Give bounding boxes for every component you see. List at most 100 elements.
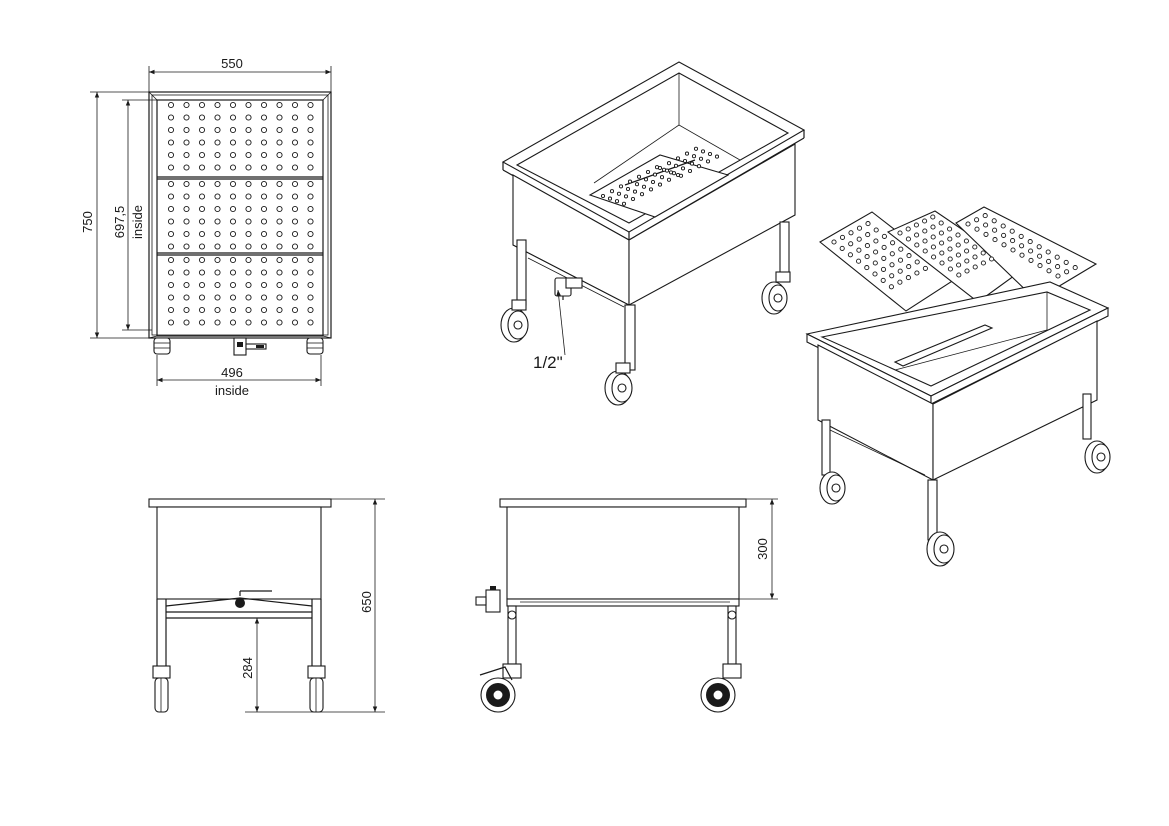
perforation-hole	[627, 179, 633, 184]
perforation-hole	[167, 126, 175, 134]
perforation-hole	[1064, 269, 1070, 275]
perforation-hole	[167, 193, 175, 200]
perforation-hole	[939, 250, 945, 256]
perforation-hole	[214, 269, 221, 276]
perforation-hole	[609, 189, 615, 194]
perforation-hole	[198, 243, 206, 250]
perforation-hole	[650, 179, 656, 185]
perforation-hole	[865, 221, 871, 227]
perforation-hole	[922, 218, 928, 224]
perforation-hole	[664, 168, 670, 173]
perforation-hole	[276, 101, 283, 109]
perforation-hole	[307, 319, 314, 326]
perforation-hole	[839, 234, 846, 240]
perforation-hole	[198, 218, 206, 225]
perforation-hole	[183, 218, 190, 225]
perforation-hole	[1055, 264, 1061, 270]
perforation-hole	[198, 151, 206, 159]
perforation-hole	[992, 227, 998, 233]
perforation-hole	[276, 294, 283, 301]
perforation-hole	[214, 114, 221, 121]
perforation-hole	[906, 253, 912, 259]
perforation-hole	[964, 258, 970, 264]
perforation-hole	[1045, 249, 1051, 255]
perforation-hole	[1019, 252, 1025, 258]
perforation-hole	[291, 193, 299, 200]
perforation-hole	[645, 169, 651, 175]
dim-inside-length-label: inside	[130, 205, 145, 239]
perforation-hole	[183, 230, 190, 238]
perforation-hole	[922, 228, 928, 234]
perforation-hole	[214, 319, 221, 326]
perforation-hole	[693, 146, 699, 151]
perforation-hole	[214, 101, 221, 109]
perforation-hole	[881, 233, 887, 239]
perforation-hole	[931, 254, 937, 260]
dim-tank-depth: 300	[755, 538, 770, 560]
perforation-hole	[229, 114, 237, 121]
perforation-hole	[856, 225, 863, 231]
perforation-hole	[214, 294, 221, 301]
perforation-hole	[260, 126, 268, 134]
perforation-hole	[974, 226, 980, 232]
perforation-hole	[245, 269, 252, 276]
perforation-hole	[245, 256, 252, 264]
perforation-hole	[291, 151, 299, 159]
perforation-hole	[276, 306, 283, 314]
perforation-hole	[955, 232, 961, 238]
perforation-hole	[214, 230, 221, 238]
perforation-hole	[307, 269, 314, 276]
perforation-hole	[1019, 243, 1025, 249]
perforation-hole	[214, 281, 221, 289]
perforation-hole	[167, 269, 175, 276]
perforation-hole	[167, 294, 175, 301]
perforation-hole	[229, 306, 237, 314]
perforation-hole	[696, 164, 702, 169]
perforation-hole	[214, 164, 221, 171]
perforation-hole	[938, 220, 944, 226]
perforation-hole	[291, 319, 299, 326]
perforation-hole	[167, 256, 175, 264]
perforation-hole	[905, 226, 911, 232]
perforation-hole	[245, 294, 252, 301]
perforation-hole	[659, 175, 665, 180]
perforation-hole	[1010, 238, 1016, 244]
perforation-hole	[229, 193, 237, 200]
perforation-hole	[689, 161, 695, 166]
side-view	[475, 498, 778, 713]
perforation-hole	[260, 281, 268, 289]
perforation-hole	[214, 243, 221, 250]
perforation-hole	[1028, 257, 1034, 263]
perforation-hole	[616, 191, 622, 196]
perforation-hole	[847, 252, 853, 258]
perforation-hole	[260, 101, 268, 109]
perforation-hole	[198, 101, 206, 109]
perforation-hole	[276, 164, 283, 171]
perforation-hole	[964, 268, 970, 274]
perforation-hole	[856, 258, 862, 264]
perforation-hole	[183, 281, 190, 289]
perforation-hole	[905, 236, 911, 242]
perforation-hole	[307, 205, 314, 213]
perforation-hole	[648, 187, 654, 192]
perforation-hole	[260, 114, 268, 121]
perforation-hole	[1036, 244, 1042, 250]
perforation-hole	[680, 166, 686, 171]
perforation-hole	[214, 218, 221, 225]
perforation-hole	[276, 139, 283, 146]
perforation-hole	[666, 161, 672, 166]
perforation-hole	[1018, 233, 1024, 239]
perforation-hole	[972, 254, 978, 260]
perforation-hole	[229, 151, 237, 159]
perforation-hole	[914, 242, 920, 248]
perforation-hole	[214, 180, 221, 188]
perforation-hole	[914, 259, 920, 265]
perforation-hole	[245, 306, 252, 314]
perforation-hole	[183, 269, 190, 276]
perforation-hole	[167, 306, 175, 314]
perforation-hole	[873, 249, 879, 255]
perforation-hole	[947, 256, 953, 262]
perforation-hole	[848, 230, 854, 236]
dim-inside-width: 496	[221, 365, 243, 380]
perforation-hole	[307, 139, 314, 146]
